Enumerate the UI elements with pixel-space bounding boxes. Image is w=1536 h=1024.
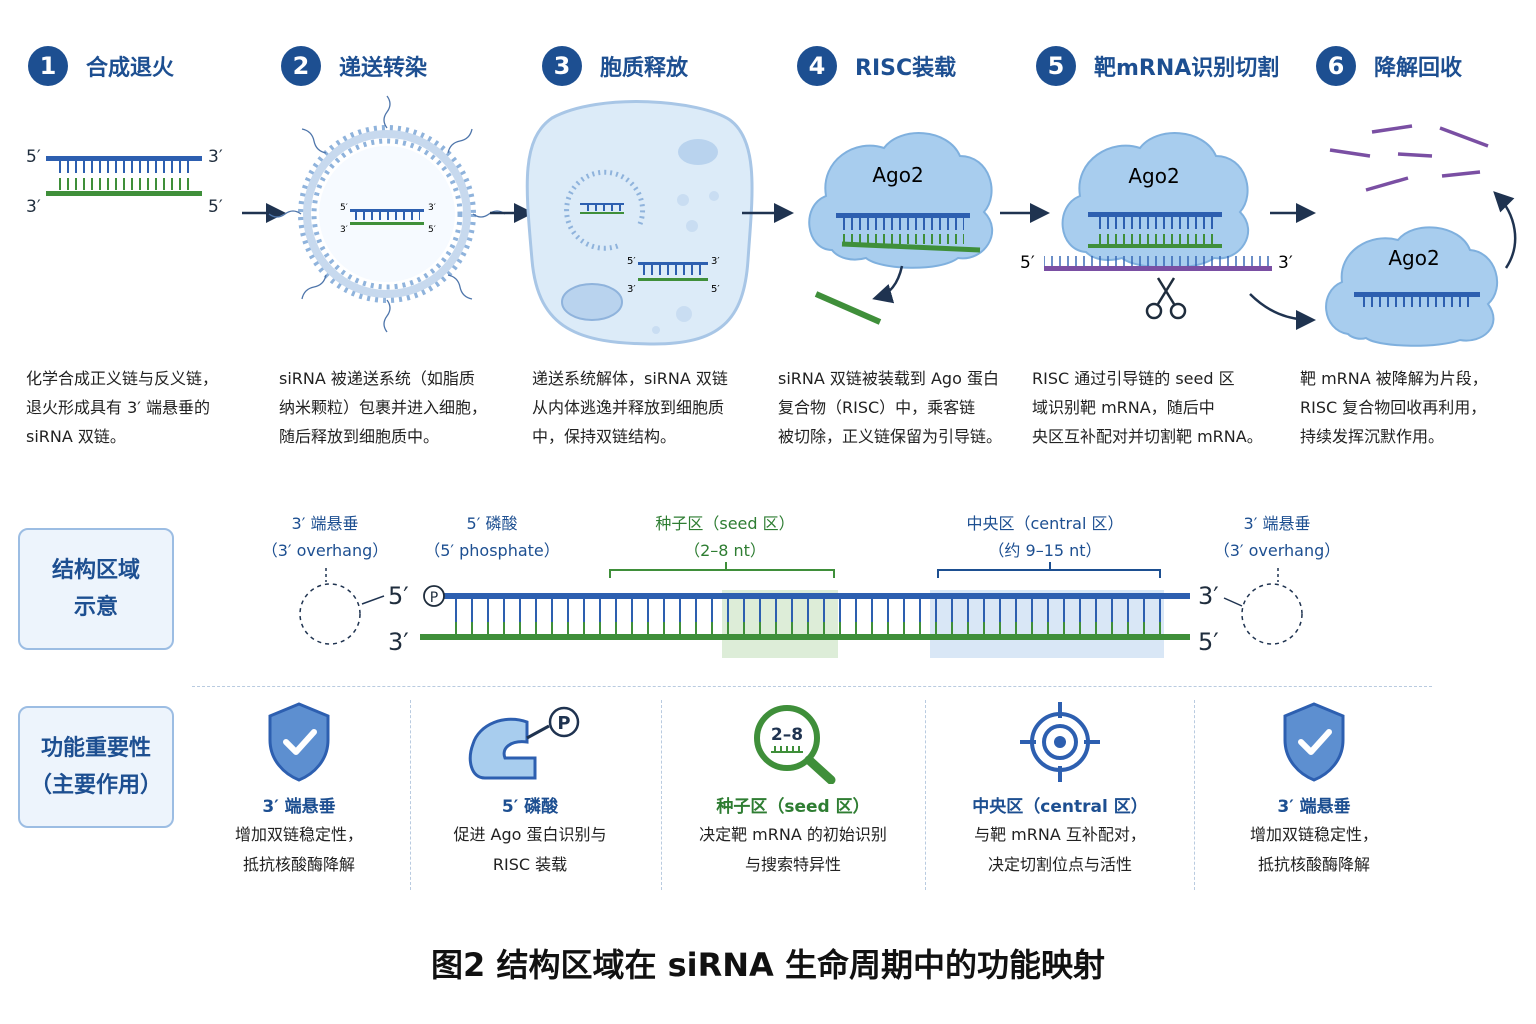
column-divider [410,700,411,890]
section-divider [192,686,1432,687]
step-number: 4 [797,46,837,86]
function-5-phosphate: P 5′ 磷酸 促进 Ago 蛋白识别与 RISC 装载 [420,700,640,880]
step-number: 1 [28,46,68,86]
figure-caption: 图2 结构区域在 siRNA 生命周期中的功能映射 [431,946,1105,984]
function-3-overhang-left: 3′ 端悬垂 增加双链稳定性， 抵抗核酸酶降解 [189,700,409,880]
step-2-header: 2 递送转染 [281,44,427,88]
step-number: 2 [281,46,321,86]
end-label-3: 3′ [428,203,436,213]
end-label-3: 3′ [208,147,223,167]
seed-region-brace [609,562,835,578]
end-label-3: 3′ [627,284,636,295]
ago2-label: Ago2 [1388,246,1439,270]
mrna-fragments [1329,124,1489,192]
column-divider [661,700,662,890]
step-4-description: siRNA 双链被装载到 Ago 蛋白复合物（RISC）中，乘客链被切除，正义链… [778,369,1003,446]
region-label-central: 中央区（central 区）（约 9–15 nt） [966,514,1124,560]
overhang-right-circle [1241,583,1303,645]
central-region-brace [937,562,1161,578]
end-label-3: 3′ [26,197,41,217]
step-title: RISC装载 [855,56,957,81]
ago2-label: Ago2 [872,163,923,187]
end-label-5: 5′ [208,197,223,217]
magnifier-icon: 2–8 [754,705,836,785]
step-6-description: 靶 mRNA 被降解为片段，RISC 复合物回收再利用，持续发挥沉默作用。 [1300,369,1488,446]
end-label-3: 3′ [711,256,720,267]
structure-region-box: 结构区域 示意 [18,528,174,650]
protein-phosphate-icon: P [468,706,580,780]
ago2-target-cleavage: Ago2 5′ 3′ [1020,132,1293,320]
end-label-3: 3′ [1198,582,1219,610]
phosphate-icon [423,585,445,607]
cell-cytoplasm: 5′ 3′ 3′ 5′ [525,100,754,346]
step-5-header: 5 靶mRNA识别切割 [1036,44,1279,88]
region-label-3-overhang-left: 3′ 端悬垂（3′ overhang） [261,514,389,560]
end-label-5: 5′ [1020,253,1035,273]
sirna-duplex-step1: 5′ 3′ 3′ 5′ [26,147,223,217]
step-2-description: siRNA 被递送系统（如脂质纳米颗粒）包裹并进入细胞，随后释放到细胞质中。 [279,369,488,446]
step-1-header: 1 合成退火 [28,44,174,88]
step-title: 靶mRNA识别切割 [1094,56,1280,81]
region-label-3-overhang-right: 3′ 端悬垂（3′ overhang） [1213,514,1341,560]
step-title: 递送转染 [339,56,428,81]
sirna-structure-diagram: P 5′ 3′ 3′ 5′ [299,562,1303,658]
end-label-5: 5′ [388,582,409,610]
target-icon [1020,702,1100,782]
ago2-label: Ago2 [1128,164,1179,188]
end-label-5: 5′ [26,147,41,167]
shield-check-icon [268,702,330,782]
ago2-loading: Ago2 [808,132,994,325]
end-label-5: 5′ [627,256,636,267]
end-label-5: 5′ [1198,628,1219,656]
step-3-header: 3 胞质释放 [542,44,688,88]
column-divider [1194,700,1195,890]
passenger-strand [420,634,1190,640]
step-6-header: 6 降解回收 [1316,44,1462,88]
column-divider [925,700,926,890]
step-title: 合成退火 [86,56,175,81]
svg-text:2–8: 2–8 [771,725,803,745]
lipid-nanoparticle: 5′ 3′ 3′ 5′ [268,95,506,333]
svg-text:P: P [557,713,570,734]
end-label-3: 3′ [1278,253,1293,273]
shield-check-icon [1283,702,1345,782]
end-label-5: 5′ [711,284,720,295]
ago2-recycled: Ago2 [1325,226,1498,347]
step-number: 3 [542,46,582,86]
region-label-seed: 种子区（seed 区）（2–8 nt） [655,514,795,560]
arrow-icon [872,265,904,304]
overhang-left-circle [299,583,361,645]
recycle-arrow-icon [1493,191,1517,269]
step-5-description: RISC 通过引导链的 seed 区域识别靶 mRNA，随后中央区互补配对并切割… [1032,369,1263,446]
end-label-5: 5′ [428,225,436,235]
guide-strand [444,593,1190,599]
end-label-3: 3′ [388,628,409,656]
step-number: 6 [1316,46,1356,86]
step-title: 胞质释放 [600,56,689,81]
function-3-overhang-right: 3′ 端悬垂 增加双链稳定性， 抵抗核酸酶降解 [1204,700,1424,880]
step-3-description: 递送系统解体，siRNA 双链从内体逃逸并释放到细胞质中，保持双链结构。 [532,369,728,446]
function-importance-box: 功能重要性 （主要作用） [18,706,174,828]
function-central-region: 中央区（central 区） 与靶 mRNA 互补配对， 决定切割位点与活性 [950,700,1170,880]
scissors-icon [1145,277,1187,320]
end-label-3: 3′ [340,225,348,235]
end-label-5: 5′ [340,203,348,213]
region-label-5-phosphate: 5′ 磷酸（5′ phosphate） [424,514,560,560]
step-4-header: 4 RISC装载 [797,44,956,88]
lifecycle-illustrations: 5′ 3′ 3′ 5′ 5′ 3′ 3′ 5′ [26,95,1517,347]
step-title: 降解回收 [1374,56,1463,81]
svg-text:P: P [430,590,438,606]
step-number: 5 [1036,46,1076,86]
arrow-icon [1249,293,1316,330]
function-seed-region: 2–8 种子区（seed 区） 决定靶 mRNA 的初始识别 与搜索特异性 [683,700,903,880]
